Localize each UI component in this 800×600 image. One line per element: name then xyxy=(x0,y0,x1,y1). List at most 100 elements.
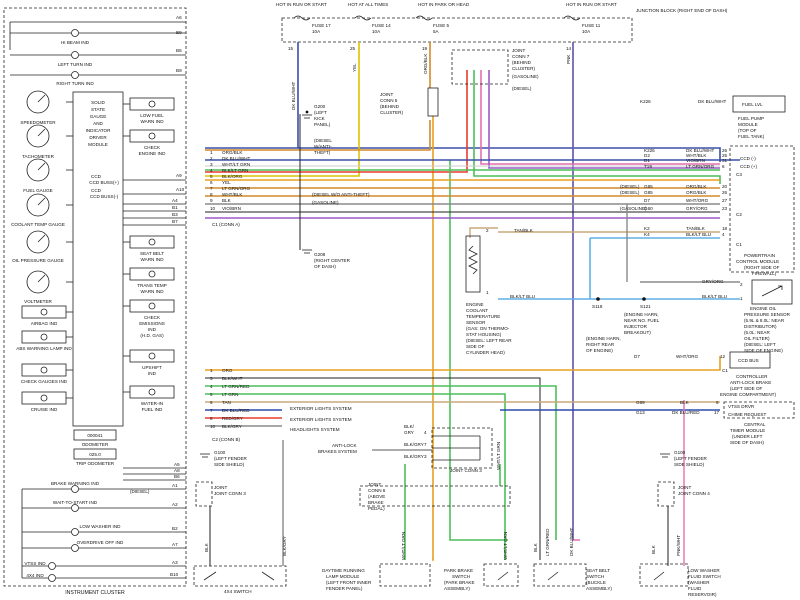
fuel-pump-module xyxy=(732,95,786,113)
emissions-l3: IND xyxy=(148,327,157,332)
oil-l3: (5.9L & 8.0L: NEAR xyxy=(744,318,785,323)
splice-s121 xyxy=(642,297,646,301)
gauge-driver-module xyxy=(72,91,124,427)
conn-b-wire-5: LT GRN xyxy=(222,392,238,397)
bw-wht-lt-grn-2: WHT/LT GRN xyxy=(503,532,508,560)
conn-a-label: C1 (CONN A) xyxy=(212,222,240,227)
airbag-label: AIRBAG IND xyxy=(31,321,58,326)
joint-conn-7 xyxy=(451,49,509,85)
conn-a-wire-2: DK BLU/WHT xyxy=(222,156,251,161)
tachometer-gauge: TACHOMETER xyxy=(22,124,55,159)
brake-warning-indicator: BRAKE WARNING IND A1 xyxy=(22,481,186,493)
pcm-gasoline: (GASOLINE) xyxy=(620,206,647,211)
pcm-code-0: K226 xyxy=(644,148,655,153)
g200-l3: KICK xyxy=(314,116,326,121)
wire-blk-lt-blu-k4 xyxy=(589,237,720,299)
conn-b-pin-10: 10 xyxy=(210,424,216,429)
wire-layer xyxy=(205,42,740,566)
s121-l4: BREAKOUT) xyxy=(624,330,651,335)
lws-l5: RESERVOIR) xyxy=(688,592,717,597)
coolant-l9: CYLINDER HEAD) xyxy=(466,350,505,355)
pcm-wire-6: WHT/ORG xyxy=(686,198,709,203)
bw-blk-1: BLK xyxy=(204,542,209,552)
conn-a-wire-3: WHT/LT GRN xyxy=(222,162,250,167)
g100b-l1: G100 xyxy=(674,450,686,455)
seat-belt-indicator: SEAT BELT WARN IND xyxy=(129,235,175,262)
pin-a10: A10 xyxy=(176,187,185,192)
conn-a-wire-1: ORG/BLK xyxy=(222,150,243,155)
s118-l2: RIGHT REAR xyxy=(586,342,615,347)
module-line-4: AND xyxy=(93,121,103,126)
module-line-6: DRIVER xyxy=(89,135,107,140)
conn-b-pin-3: 3 xyxy=(210,376,213,381)
sbs-l2: SWITCH xyxy=(586,574,604,579)
fuse-5-name: FUSE 5 xyxy=(433,23,450,28)
jc3-pin-4: 4 xyxy=(424,430,427,435)
right-turn-pin: B5 xyxy=(176,48,182,53)
conn-a-pin-7: 7 xyxy=(210,186,213,191)
vtss-label: VTSS IND xyxy=(24,561,46,566)
pcm-c3: C3 xyxy=(736,172,742,177)
ground-g200: G200 (LEFT KICK PANEL) xyxy=(302,104,331,127)
ground-g100-left: G100 (LEFT FENDER SIDE SHIELD) xyxy=(200,450,248,467)
s121-l2: NEAR NO. FUEL xyxy=(624,318,660,323)
ctm-chime: CHIME REQUEST xyxy=(728,412,766,417)
coolant-temp-gauge: COOLANT TEMP GAUGE xyxy=(11,193,65,227)
ccd-plus-label: CCD BUSS(+) xyxy=(89,180,119,185)
pbs-l1: PARK BRAKE xyxy=(444,568,473,573)
conn-b-pin-4: 4 xyxy=(210,384,213,389)
pcm-code-8: K2 xyxy=(644,226,650,231)
voltmeter-gauge: VOLTMETER xyxy=(24,270,53,304)
fuse-5-hot: HOT IN PARK OR HEAD xyxy=(418,2,470,7)
module-line-7: MODULE xyxy=(88,142,108,147)
oil-l6: OIL FILTER) xyxy=(744,336,770,341)
pin-b9-label: B9 xyxy=(176,68,182,73)
conn-a-wire-10: VIO/BRN xyxy=(222,206,241,211)
pcm-diesel-2: (DIESEL) xyxy=(620,190,640,195)
abs-blk-gry-2: BLK/GRY xyxy=(404,442,424,447)
left-turn-indicator: LEFT TURN IND B9 xyxy=(10,30,186,67)
emissions-l1: CHECK xyxy=(144,315,161,320)
coolant-tan-blk: TAN/BLK xyxy=(514,228,534,233)
wire-lt-grn-red-connb xyxy=(205,385,557,540)
fuel-pump-l2: MODULE xyxy=(738,122,758,127)
pcm-wire-5: ORG/BLK xyxy=(686,190,707,195)
abs-warning-indicator: ABS WARNING LAMP IND xyxy=(16,330,72,351)
pcm-c2: C2 xyxy=(736,212,742,217)
fuse-17: HOT IN RUN OR START FUSE 17 10A xyxy=(276,2,331,34)
conn-a-pin-3: 3 xyxy=(210,162,213,167)
wait-to-start-pin: A2 xyxy=(172,502,178,507)
oil-l5: (5.0L: NEAR xyxy=(744,330,770,335)
conn-b-wire-7: DK BLU/RED xyxy=(222,408,250,413)
jc6-l4: BRAKE xyxy=(368,500,384,505)
conn-b-wire-1: ORG xyxy=(222,368,233,373)
hi-beam-pin: A6 xyxy=(176,15,182,20)
jc6-l1: JOINT xyxy=(368,482,381,487)
low-fuel-indicator: LOW FUEL WARN IND xyxy=(129,97,175,124)
pcm-outline xyxy=(729,145,795,273)
joint-conn-4 xyxy=(657,481,675,507)
module-line-3: GAUGE xyxy=(90,114,107,119)
conn-a-pin-1: 1 xyxy=(210,150,213,155)
ctm-l2: TIMER MODULE xyxy=(730,428,765,433)
joint-conn-5-l1: JOINT xyxy=(380,92,393,97)
module-line-1: SOLID xyxy=(91,100,105,105)
coolant-pin-2: 2 xyxy=(486,228,489,233)
pcm-title-1: POWERTRAIN xyxy=(744,253,775,258)
wire-label-pnk: PNK xyxy=(566,54,571,64)
joint-conn-5-l2: CONN 5 xyxy=(380,98,398,103)
emissions-l4: (H.D. GAS) xyxy=(140,333,164,338)
upshift-indicator: UPSHIFT IND xyxy=(129,349,175,376)
voltmeter-label: VOLTMETER xyxy=(24,299,52,304)
abs-l2: ANTI-LOCK BRAKE xyxy=(730,380,771,385)
check-engine-l1: CHECK xyxy=(144,145,161,150)
wire-jc7-pnk xyxy=(480,70,720,165)
oil-pressure-sensor xyxy=(751,279,793,305)
jc4-l1: JOINT xyxy=(678,485,691,490)
lws-l2: FLUID SWITCH xyxy=(688,574,721,579)
pin-a5: A5 xyxy=(174,462,180,467)
conn-b-pin-5: 5 xyxy=(210,392,213,397)
cruise-label: CRUISE IND xyxy=(31,407,58,412)
wait-to-start-label: WAIT-TO-START IND xyxy=(53,500,98,505)
bw-wht-lt-grn-1: WHT/LT GRN xyxy=(401,532,406,560)
